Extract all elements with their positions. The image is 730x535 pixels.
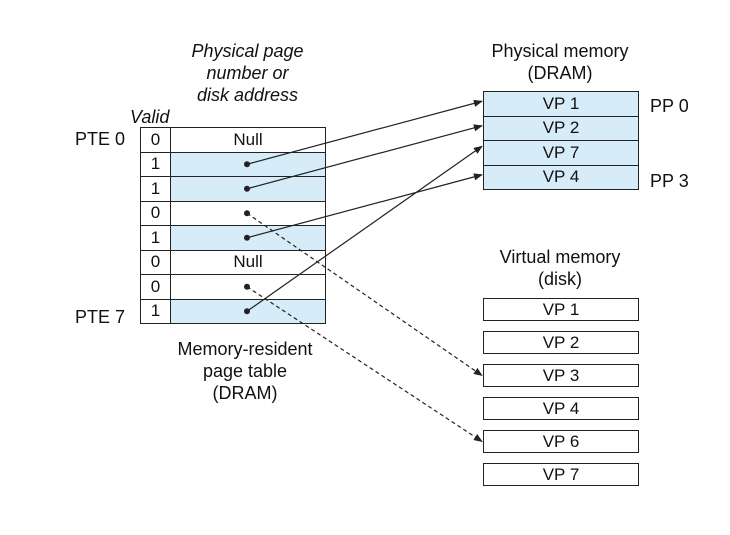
cached-page-arrow — [246, 99, 483, 165]
pte-first-label: PTE 0 — [75, 129, 126, 149]
physical-page: VP 7 — [483, 140, 639, 166]
pp-last-label: PP 3 — [650, 171, 689, 191]
physical-page: VP 4 — [483, 164, 639, 190]
uncached-page-arrow — [246, 286, 483, 443]
physical-page: VP 1 — [483, 91, 639, 117]
cached-page-arrow — [246, 124, 483, 190]
page-table-header: Physical page number or disk address — [165, 40, 330, 106]
virtual-page: VP 2 — [483, 331, 639, 354]
virtual-page: VP 1 — [483, 298, 639, 321]
uncached-page-arrow — [246, 212, 483, 377]
page-table-caption-line-2: page table — [202, 361, 288, 381]
virtual-page: VP 3 — [483, 364, 639, 387]
page-table-header-line-1: Physical page — [191, 41, 304, 61]
virtual-page: VP 7 — [483, 463, 639, 486]
valid-column-label: Valid — [130, 107, 170, 127]
virtual-memory-title-line-1: Virtual memory — [499, 247, 621, 267]
pp-first-label: PP 0 — [650, 96, 689, 116]
physical-memory-title-line-1: Physical memory — [491, 41, 629, 61]
physical-memory-title: Physical memory (DRAM) — [470, 40, 650, 84]
pte-last-label: PTE 7 — [75, 307, 126, 327]
page-table-caption-line-1: Memory-resident — [177, 339, 313, 359]
cached-page-arrow — [246, 173, 483, 239]
page-table-caption: Memory-resident page table (DRAM) — [155, 338, 335, 404]
physical-page: VP 2 — [483, 115, 639, 141]
page-table-header-line-2: number or — [206, 63, 289, 83]
virtual-memory-title: Virtual memory (disk) — [470, 246, 650, 290]
cached-page-arrow — [246, 145, 483, 312]
page-table-header-line-3: disk address — [196, 85, 299, 105]
virtual-page: VP 6 — [483, 430, 639, 453]
physical-memory-title-line-2: (DRAM) — [527, 63, 593, 83]
virtual-page: VP 4 — [483, 397, 639, 420]
virtual-memory-title-line-2: (disk) — [538, 269, 582, 289]
page-table-caption-line-3: (DRAM) — [212, 383, 278, 403]
